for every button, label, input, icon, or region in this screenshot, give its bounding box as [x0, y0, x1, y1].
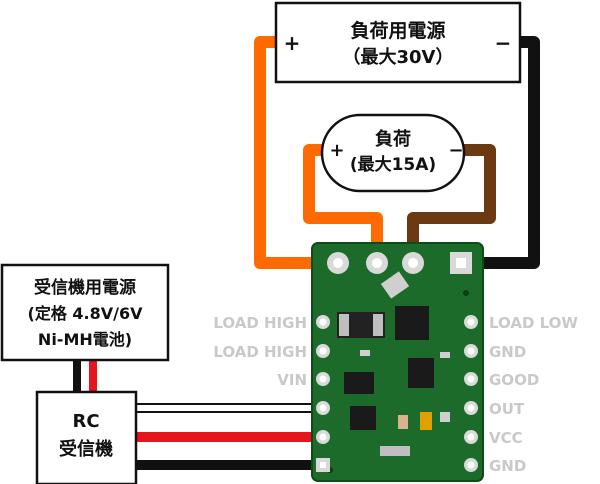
board-components — [337, 271, 450, 456]
pin-label-vin: VIN — [277, 371, 307, 389]
load-power-supply: 負荷用電源 （最大30V） — [274, 1, 522, 84]
wire-power-plus — [254, 36, 344, 269]
load-power-minus: − — [495, 31, 512, 55]
receiver-power-title: 受信機用電源 — [34, 277, 136, 298]
top-pads — [327, 252, 472, 274]
wire-load-minus — [407, 144, 496, 269]
left-pin-pads — [316, 315, 330, 472]
load-power-title: 負荷用電源 — [350, 19, 445, 42]
receiver-power-battery: Ni-MH電池) — [38, 330, 132, 349]
right-pin-pads — [464, 315, 478, 472]
pin-label-load-high-1: LOAD HIGH — [213, 314, 307, 332]
load-power-plus: + — [284, 31, 301, 55]
rc-receiver: RC 受信機 — [35, 390, 138, 484]
load-plus: + — [329, 140, 344, 161]
switch-board — [311, 242, 484, 482]
pin-label-load-high-2: LOAD HIGH — [213, 343, 307, 361]
rc-receiver-subtitle: 受信機 — [59, 438, 113, 460]
right-pin-labels: LOAD LOW GND GOOD OUT VCC GND — [489, 314, 578, 475]
load-rating: (最大15A) — [350, 154, 436, 175]
wire-power-minus — [456, 36, 540, 269]
pin-label-vcc: VCC — [489, 429, 523, 447]
load-minus: − — [448, 140, 463, 161]
load-title: 負荷 — [375, 128, 411, 150]
pin-label-gnd-1: GND — [489, 343, 526, 361]
receiver-power-rating: (定格 4.8V/6V — [28, 304, 144, 323]
wire-load-plus — [303, 144, 383, 269]
pin-label-gnd-2: GND — [489, 457, 526, 475]
load-power-rating: （最大30V） — [343, 46, 454, 68]
left-pin-labels: LOAD HIGH LOAD HIGH VIN — [213, 314, 307, 389]
pin-label-good: GOOD — [489, 371, 539, 389]
pin-label-out: OUT — [489, 400, 525, 418]
load: 負荷 (最大15A) — [320, 113, 466, 193]
rc-receiver-title: RC — [72, 411, 99, 432]
receiver-power-supply: 受信機用電源 (定格 4.8V/6V Ni-MH電池) — [0, 263, 170, 362]
pin-label-load-low: LOAD LOW — [489, 314, 578, 332]
